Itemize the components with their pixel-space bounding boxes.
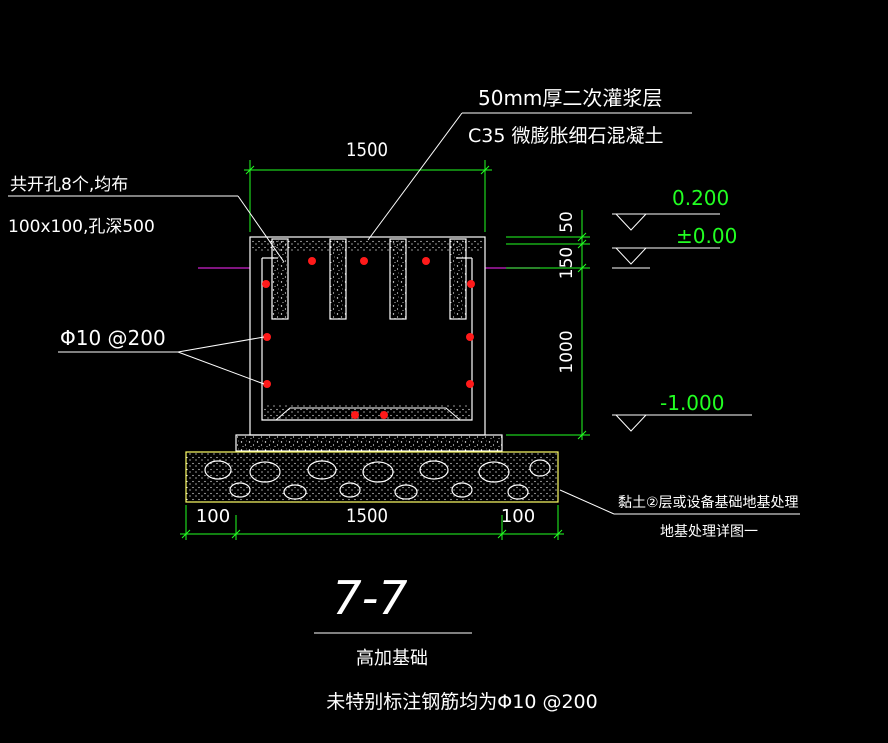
- rebar-label: Φ10 @200: [60, 326, 166, 350]
- section-id: 7-7: [332, 571, 407, 625]
- holes: [271, 238, 467, 320]
- elevation-marks: [612, 213, 752, 432]
- dim-50-label: 50: [557, 211, 577, 233]
- rebar-dot: [380, 411, 388, 419]
- dim-right-ext-label: 100: [501, 506, 535, 527]
- dim-vertical: [506, 210, 590, 440]
- elevation-top: 0.200: [672, 186, 729, 210]
- dim-top-label: 1500: [346, 139, 388, 161]
- dim-bottom-label: 1500: [346, 505, 388, 527]
- dim-bottom: [180, 505, 564, 540]
- rebar-dot: [466, 333, 474, 341]
- grout-layer: [252, 239, 483, 251]
- dim-left-ext-label: 100: [196, 506, 230, 527]
- ground-note-line2: 地基处理详图一: [660, 523, 758, 540]
- elevation-bottom: -1.000: [660, 391, 724, 415]
- rebar-dot: [351, 411, 359, 419]
- general-note: 未特别标注钢筋均为Φ10 @200: [326, 691, 597, 713]
- holes-label-line1: 共开孔8个,均布: [10, 175, 128, 195]
- hole-3: [389, 238, 407, 320]
- hole-2: [329, 238, 347, 320]
- elevation-zero: ±0.00: [676, 224, 737, 248]
- ground-note-line1: 黏土②层或设备基础地基处理: [618, 494, 799, 511]
- hole-4: [449, 238, 467, 320]
- dim-150-label: 150: [557, 247, 577, 279]
- leader-grout: [367, 112, 692, 241]
- rebar-dot: [360, 257, 368, 265]
- stone-bed: [185, 451, 559, 503]
- section-name: 高加基础: [356, 648, 428, 669]
- rebar-dot: [262, 280, 270, 288]
- concrete-label: C35 微膨胀细石混凝土: [468, 125, 663, 147]
- rebar-dot: [263, 333, 271, 341]
- dim-top: [244, 160, 492, 232]
- concrete-fill: [263, 405, 471, 419]
- cushion-layer: [235, 434, 503, 452]
- rebar-dots: [262, 257, 475, 419]
- dim-1000-label: 1000: [557, 330, 577, 373]
- grout-layer-label: 50mm厚二次灌浆层: [478, 86, 662, 110]
- rebar-dot: [466, 380, 474, 388]
- leader-ground: [559, 489, 800, 515]
- rebar-dot: [308, 257, 316, 265]
- rebar-dot: [263, 380, 271, 388]
- leader-rebar: [58, 336, 265, 385]
- holes-label-line2: 100x100,孔深500: [8, 217, 155, 237]
- leader-holes: [8, 195, 285, 263]
- rebar-dot: [422, 257, 430, 265]
- rebar-dot: [467, 280, 475, 288]
- hole-1: [271, 238, 289, 320]
